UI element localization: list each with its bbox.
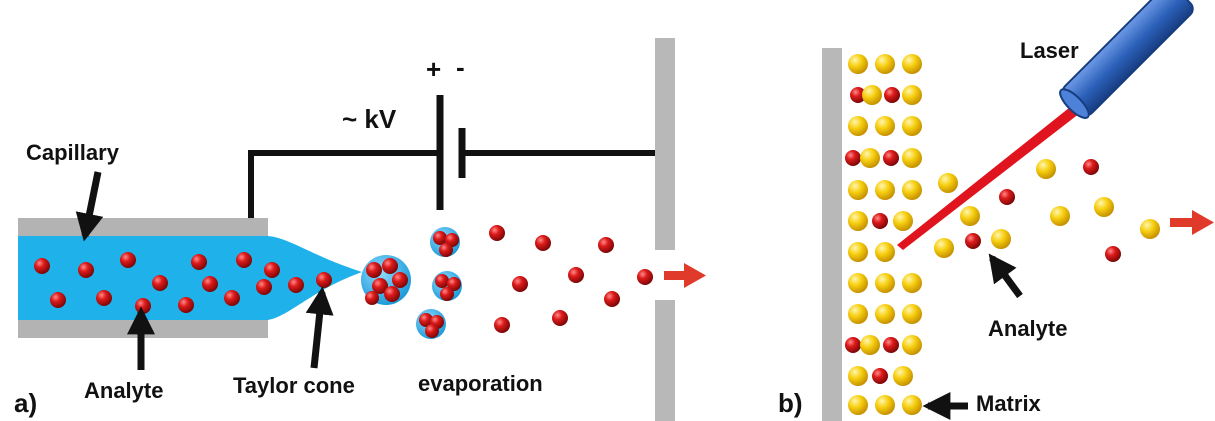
plus-sign: + xyxy=(426,54,442,84)
taylor-cone-label: Taylor cone xyxy=(233,373,355,398)
sample-plate xyxy=(822,48,842,421)
laser-label: Laser xyxy=(1020,38,1079,63)
laser-device xyxy=(1059,0,1194,119)
plume-exit-arrow xyxy=(1170,210,1214,235)
evaporation-label: evaporation xyxy=(418,371,543,396)
panel-b-letter: b) xyxy=(778,388,803,418)
offspring-droplets xyxy=(416,227,462,339)
matrix-crystal xyxy=(845,54,922,415)
desorbed-plume xyxy=(934,159,1160,262)
panel-b xyxy=(822,0,1214,421)
panel-a-letter: a) xyxy=(14,388,38,418)
capillary-pointer-arrow xyxy=(75,171,104,242)
taylor-cone-pointer-arrow xyxy=(305,286,334,369)
analyte-pointer-arrow-b xyxy=(988,253,1023,299)
capillary-wall-top xyxy=(18,218,268,236)
charged-droplet xyxy=(361,255,411,305)
minus-sign: - xyxy=(456,52,465,82)
gas-phase-ions xyxy=(489,225,653,333)
analyte-label-b: Analyte xyxy=(988,316,1068,341)
panel-a xyxy=(18,38,706,421)
counter-electrode-top xyxy=(655,38,675,250)
ion-exit-arrow xyxy=(664,263,706,288)
capillary-analytes xyxy=(34,252,332,314)
circuit-wire xyxy=(248,150,440,218)
laser-beam xyxy=(897,104,1080,250)
counter-electrode-bottom xyxy=(655,300,675,421)
capillary-label: Capillary xyxy=(26,140,119,165)
voltage-label: ~ kV xyxy=(342,104,397,134)
analyte-label-a: Analyte xyxy=(84,378,164,403)
matrix-label: Matrix xyxy=(976,391,1041,416)
